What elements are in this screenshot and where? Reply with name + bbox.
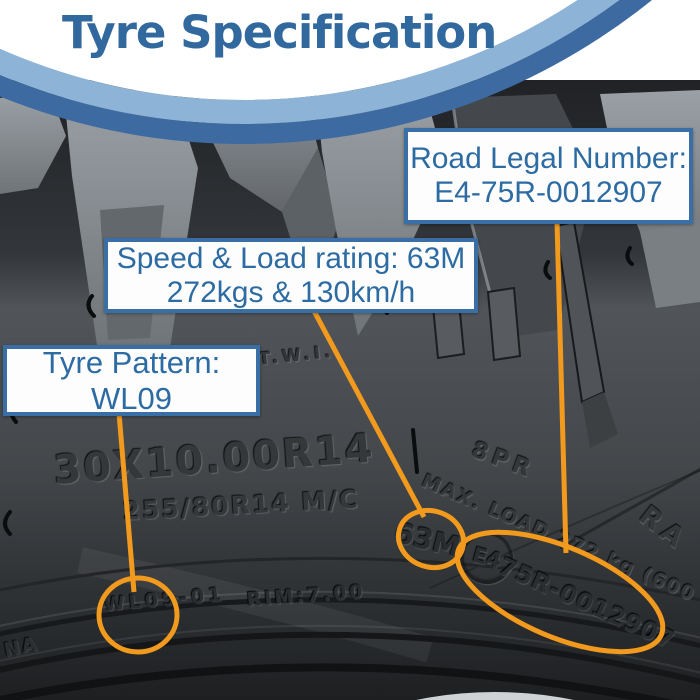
callout-speed-load-rating: Speed & Load rating: 63M 272kgs & 130km/…: [104, 238, 478, 313]
road-legal-value: E4-75R-0012907: [434, 176, 663, 209]
callout-tyre-pattern: Tyre Pattern: WL09: [3, 345, 260, 416]
road-legal-label: Road Legal Number:: [410, 142, 687, 176]
callout-road-legal-number: Road Legal Number: E4-75R-0012907: [404, 128, 693, 224]
tyre-pattern-label: Tyre Pattern: WL09: [42, 345, 221, 416]
page-title: Tyre Specification: [62, 6, 497, 59]
speed-load-label: Speed & Load rating: 63M: [116, 241, 466, 275]
speed-load-value: 272kgs & 130km/h: [166, 275, 416, 309]
